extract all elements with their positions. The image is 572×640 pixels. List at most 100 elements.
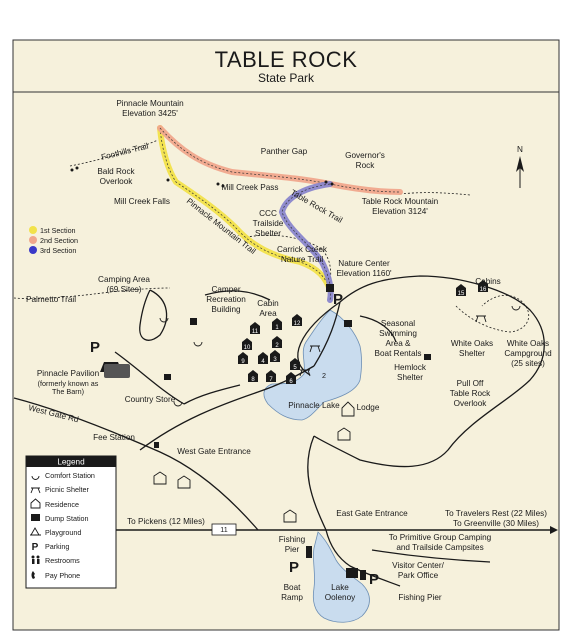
label-pull-off-1: Pull Off [457,379,484,388]
label-table-rock-mountain-2: Elevation 3124' [372,207,428,216]
label-camper-rec-2: Recreation [206,295,246,304]
label-swim-1: Seasonal [381,319,415,328]
svg-text:1: 1 [275,325,279,331]
label-pavilion-1: Pinnacle Pavilion [37,369,100,378]
label-bald-rock-1: Bald Rock [97,167,135,176]
label-cabin-area-1: Cabin [257,299,279,308]
svg-text:10: 10 [244,345,251,351]
label-fee-station: Fee Station [93,433,135,442]
svg-text:12: 12 [294,321,301,327]
label-fishing-pier-left-1: Fishing [279,535,306,544]
label-country-store: Country Store [125,395,176,404]
label-white-oaks-camp-2: Campground [504,349,552,358]
svg-text:Dump Station: Dump Station [45,514,89,523]
label-east-gate-entrance: East Gate Entrance [336,509,408,518]
dump-station-icon [31,514,40,521]
comfort-station-icon-2 [511,305,521,311]
svg-text:N: N [517,145,523,154]
label-camping-area-2: (69 Sites) [106,285,141,294]
picnic-shelter-icon [30,487,41,494]
label-nature-center-1: Nature Center [338,259,390,268]
label-cabins: Cabins [475,277,501,286]
parking-pavilion: P [90,339,100,356]
comfort-station-icon [31,475,40,480]
legend-item-restrooms: Restrooms [31,555,80,565]
comfort-station-icon-3 [159,317,169,323]
label-fishing-pier-left-2: Pier [285,545,300,554]
svg-text:9: 9 [241,359,245,365]
svg-text:3: 3 [273,357,277,363]
legend-item-comfort-station: Comfort Station [31,471,95,480]
hemlock-shelter-icon [424,354,431,360]
label-white-oaks-camp-3: (25 sites) [511,359,545,368]
pay-phone-icon-map [173,401,183,407]
label-ccc-2: Trailside [253,219,284,228]
label-palmetto-trail: Palmetto Trail [26,295,76,304]
pinnacle-pavilion-icon [104,364,130,378]
camper-rec-building-icon [190,318,197,325]
label-pavilion-2: (formerly known as [38,379,99,388]
label-swim-2: Swimming [379,329,417,338]
label-west-gate-entrance: West Gate Entrance [177,447,251,456]
label-lake-oolenoy-1: Lake [331,583,349,592]
label-white-oaks-shelter-1: White Oaks [451,339,493,348]
label-bald-rock-2: Overlook [100,177,134,186]
fishing-pier-left-icon [306,546,312,558]
label-visitor-center-2: Park Office [398,571,439,580]
legend-item-playground: Playground [30,527,81,537]
label-swim-4: Boat Rentals [375,349,422,358]
visitor-center-icon [346,568,358,578]
nature-center-building-icon [344,320,352,327]
svg-text:8: 8 [251,377,255,383]
label-to-travelers-rest: To Travelers Rest (22 Miles) [445,509,547,518]
svg-text:16: 16 [480,287,487,293]
label-ccc-3: Shelter [255,229,281,238]
label-visitor-center-1: Visitor Center/ [392,561,444,570]
legend-item-pay-phone: Pay Phone [31,571,80,580]
pinnacle-lake [263,309,362,421]
legend-title: Legend [57,458,85,467]
label-hemlock-2: Shelter [397,373,423,382]
label-camping-area-1: Camping Area [98,275,150,284]
restrooms-icon [31,555,40,564]
label-cabin-area-2: Area [259,309,277,318]
label-pinnacle-mountain-1: Pinnacle Mountain [116,99,184,108]
svg-text:Pay Phone: Pay Phone [45,571,80,580]
residence-icon-1 [153,471,167,485]
parking-icon: P [32,542,39,553]
residence-icon [30,498,41,509]
road-shield-11: 11 [211,523,237,536]
svg-text:11: 11 [252,329,259,335]
picnic-shelter-icon-1 [309,345,321,353]
label-governors-rock-2: Rock [356,161,376,170]
label-white-oaks-shelter-2: Shelter [459,349,485,358]
label-nature-center-2: Elevation 1160' [336,269,392,278]
svg-text:Parking: Parking [45,542,69,551]
pay-phone-icon [31,571,35,579]
label-carrick-2: Nature Trail [281,255,323,264]
label-pull-off-3: Overlook [454,399,488,408]
arrow-right-icon [550,526,558,534]
svg-text:11: 11 [220,525,227,534]
picnic-shelter-icon-3 [299,369,311,377]
map-subtitle: State Park [258,71,315,85]
parking-visitor-center: P [369,571,379,588]
trail-section-legend: 1st Section 2nd Section 3rd Section [29,226,78,255]
label-pavilion-3: The Barn) [52,387,84,396]
legend-item-residence: Residence [30,498,79,509]
svg-text:2nd Section: 2nd Section [40,236,78,245]
svg-text:6: 6 [289,379,293,385]
label-pinnacle-lake: Pinnacle Lake [288,401,340,410]
parking-boat-ramp: P [289,559,299,576]
legend-box: Legend Comfort Station Picnic Shelter Re… [25,455,117,589]
label-boat-ramp-2: Ramp [281,593,303,602]
label-to-greenville: To Greenville (30 Miles) [453,519,539,528]
lodge-icon [341,401,355,417]
label-swim-3: Area & [385,339,411,348]
svg-text:Picnic Shelter: Picnic Shelter [45,485,90,494]
svg-text:2: 2 [275,343,279,349]
residence-icon-3 [283,509,297,523]
label-hemlock-1: Hemlock [394,363,427,372]
